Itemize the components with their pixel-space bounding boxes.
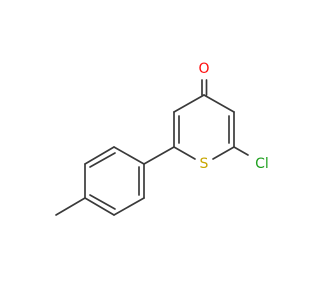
- bond-aryl-inner-b: [89, 194, 116, 210]
- bond-c4-c5: [203, 94, 235, 113]
- bond-aryl-inner-a: [89, 152, 116, 168]
- bond-aryl-4-5: [84, 197, 115, 216]
- bond-aryl-2-3: [84, 146, 115, 165]
- bonds: [55, 79, 249, 216]
- bond-aryl-5-6: [113, 197, 145, 216]
- molecule-structure: O S Cl: [55, 61, 269, 216]
- bond-methyl: [55, 197, 86, 216]
- atom-labels: O S Cl: [198, 61, 268, 172]
- oxygen-atom-label: O: [198, 61, 209, 77]
- bond-c4-c3: [173, 94, 205, 113]
- bond-c2-s: [173, 146, 196, 160]
- chlorine-atom-label: Cl: [255, 156, 269, 172]
- bond-c6-s: [212, 146, 235, 160]
- bond-c6-cl: [233, 146, 249, 156]
- bond-c2-aryl: [143, 146, 175, 165]
- sulfur-atom-label: S: [200, 156, 209, 172]
- bond-aryl-1-2: [113, 146, 145, 165]
